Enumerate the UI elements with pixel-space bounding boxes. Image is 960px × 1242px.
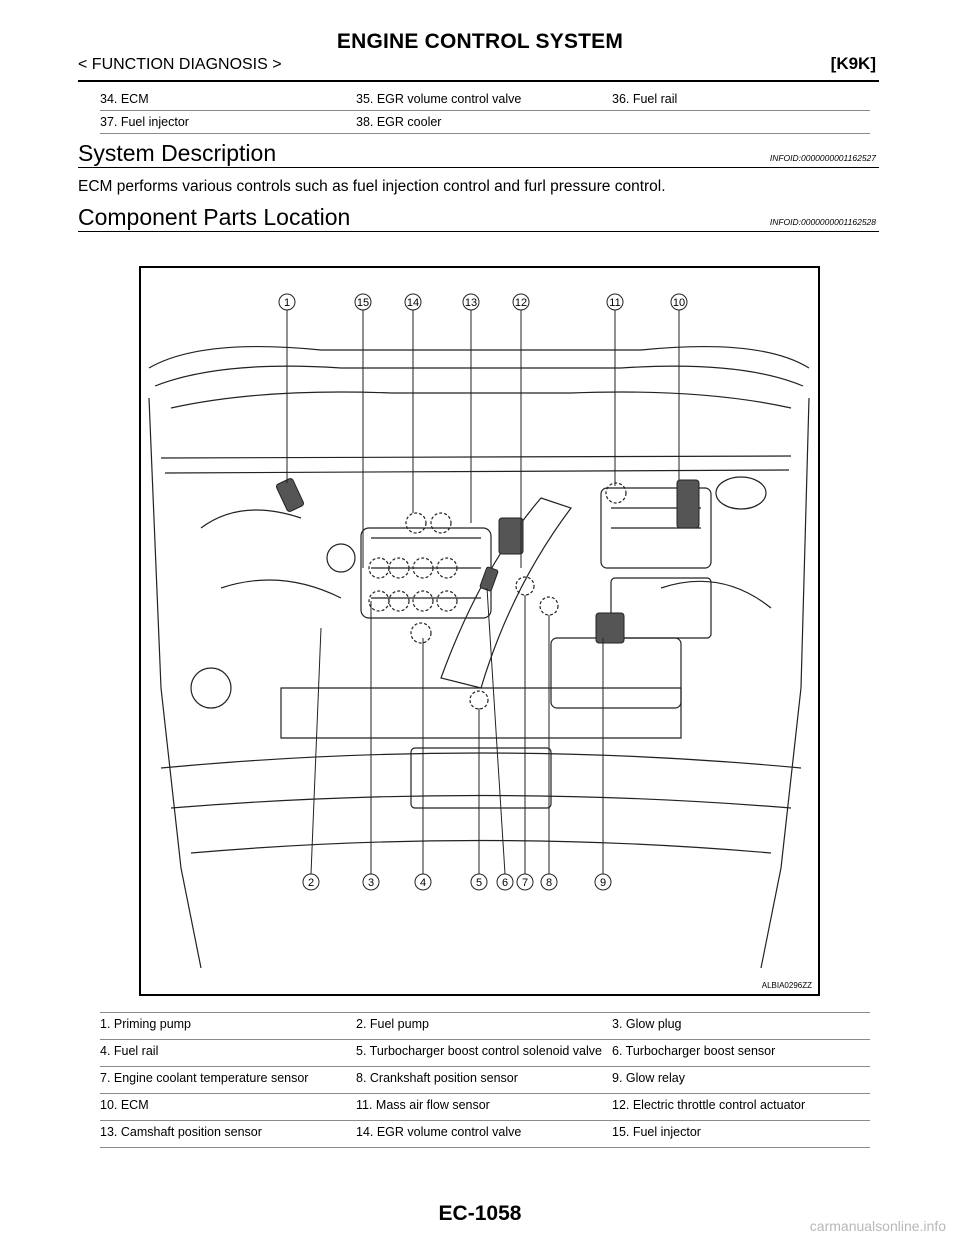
legend-cell: 38. EGR cooler [356,115,442,129]
legend-row: 13. Camshaft position sensor 14. EGR vol… [100,1121,870,1147]
engine-tag: [K9K] [830,54,876,73]
callout-marker: 7 [516,873,534,891]
callout-marker: 5 [470,873,488,891]
callout-label: 6 [502,877,508,889]
callout-label: 3 [368,877,374,889]
component-parts-infoid: INFOID:0000000001162528 [769,217,876,227]
legend-cell: 11. Mass air flow sensor [356,1098,490,1112]
callout-marker: 4 [414,873,432,891]
component-parts-title: Component Parts Location [78,204,351,230]
legend-cell: 13. Camshaft position sensor [100,1125,262,1139]
callout-label: 12 [515,297,527,309]
callout-marker: 3 [362,873,380,891]
legend-cell: 6. Turbocharger boost sensor [612,1044,776,1058]
callout-label: 11 [609,297,620,309]
legend-cell: 14. EGR volume control valve [356,1125,522,1139]
legend-cell: 4. Fuel rail [100,1044,159,1058]
legend-divider [100,1012,870,1013]
system-description-infoid: INFOID:0000000001162527 [769,153,876,163]
page-title: ENGINE CONTROL SYSTEM [336,30,624,53]
callout-label: 2 [308,877,314,889]
callout-label: 15 [357,297,369,309]
legend-row: 1. Priming pump 2. Fuel pump 3. Glow plu… [100,1013,870,1039]
callout-label: 1 [284,297,290,309]
legend-divider [100,1066,870,1067]
callout-marker: 9 [594,873,612,891]
page-number: EC-1058 [438,1202,522,1225]
legend-cell: 1. Priming pump [100,1017,192,1031]
legend-cell: 10. ECM [100,1098,149,1112]
legend-row: 37. Fuel injector 38. EGR cooler [100,111,870,133]
callout-label: 7 [522,877,528,889]
legend-cell: 15. Fuel injector [612,1125,701,1139]
legend-cell: 5. Turbocharger boost control solenoid v… [356,1044,602,1058]
callout-label: 4 [420,877,426,889]
legend-cell: 2. Fuel pump [356,1017,429,1031]
legend-cell: 8. Crankshaft position sensor [356,1071,518,1085]
legend-cell: 9. Glow relay [612,1071,685,1085]
section-breadcrumb: < FUNCTION DIAGNOSIS > [78,56,282,73]
system-description-text: ECM performs various controls such as fu… [78,178,666,195]
watermark-url[interactable]: carmanualsonline.info [809,1218,946,1234]
callout-label: 8 [546,877,552,889]
legend-row: 10. ECM 11. Mass air flow sensor 12. Ele… [100,1094,870,1120]
callout-label: 13 [465,297,477,309]
engine-bay-figure: 1 15 14 13 12 11 [139,266,820,996]
engine-bay-illustration: 1 15 14 13 12 11 [148,293,810,969]
legend-row: 4. Fuel rail 5. Turbocharger boost contr… [100,1040,870,1066]
section-rule [78,231,879,232]
legend-divider [100,110,870,111]
legend-cell: 7. Engine coolant temperature sensor [100,1071,309,1085]
legend-divider [100,1039,870,1040]
legend-cell: 34. ECM [100,92,149,106]
callout-marker: 2 [302,873,320,891]
callout-label: 9 [600,877,606,889]
callout-marker: 6 [496,873,514,891]
legend-divider [100,133,870,134]
callout-marker: 11 [606,293,624,311]
legend-divider [100,1120,870,1121]
system-description-title: System Description [78,140,277,166]
top-legend-table: 34. ECM 35. EGR volume control valve 36.… [100,88,870,134]
callout-marker: 12 [512,293,530,311]
legend-row: 34. ECM 35. EGR volume control valve 36.… [100,88,870,110]
parts-legend-table: 1. Priming pump 2. Fuel pump 3. Glow plu… [100,1012,870,1148]
legend-cell: 37. Fuel injector [100,115,189,129]
legend-cell: 36. Fuel rail [612,92,678,106]
legend-cell: 3. Glow plug [612,1017,682,1031]
callout-marker: 13 [462,293,480,311]
callout-marker: 15 [354,293,372,311]
callout-marker: 1 [278,293,296,311]
legend-row: 7. Engine coolant temperature sensor 8. … [100,1067,870,1093]
legend-cell: 35. EGR volume control valve [356,92,522,106]
legend-divider [100,1147,870,1148]
header-rule [78,80,879,82]
callout-marker: 10 [670,293,688,311]
callout-label: 14 [407,297,419,309]
legend-divider [100,1093,870,1094]
callout-label: 10 [673,297,685,309]
callout-label: 5 [476,877,482,889]
legend-cell: 12. Electric throttle control actuator [612,1098,806,1112]
figure-code: ALBIA0296ZZ [761,981,812,990]
callout-marker: 14 [404,293,422,311]
section-rule [78,167,879,168]
callout-marker: 8 [540,873,558,891]
